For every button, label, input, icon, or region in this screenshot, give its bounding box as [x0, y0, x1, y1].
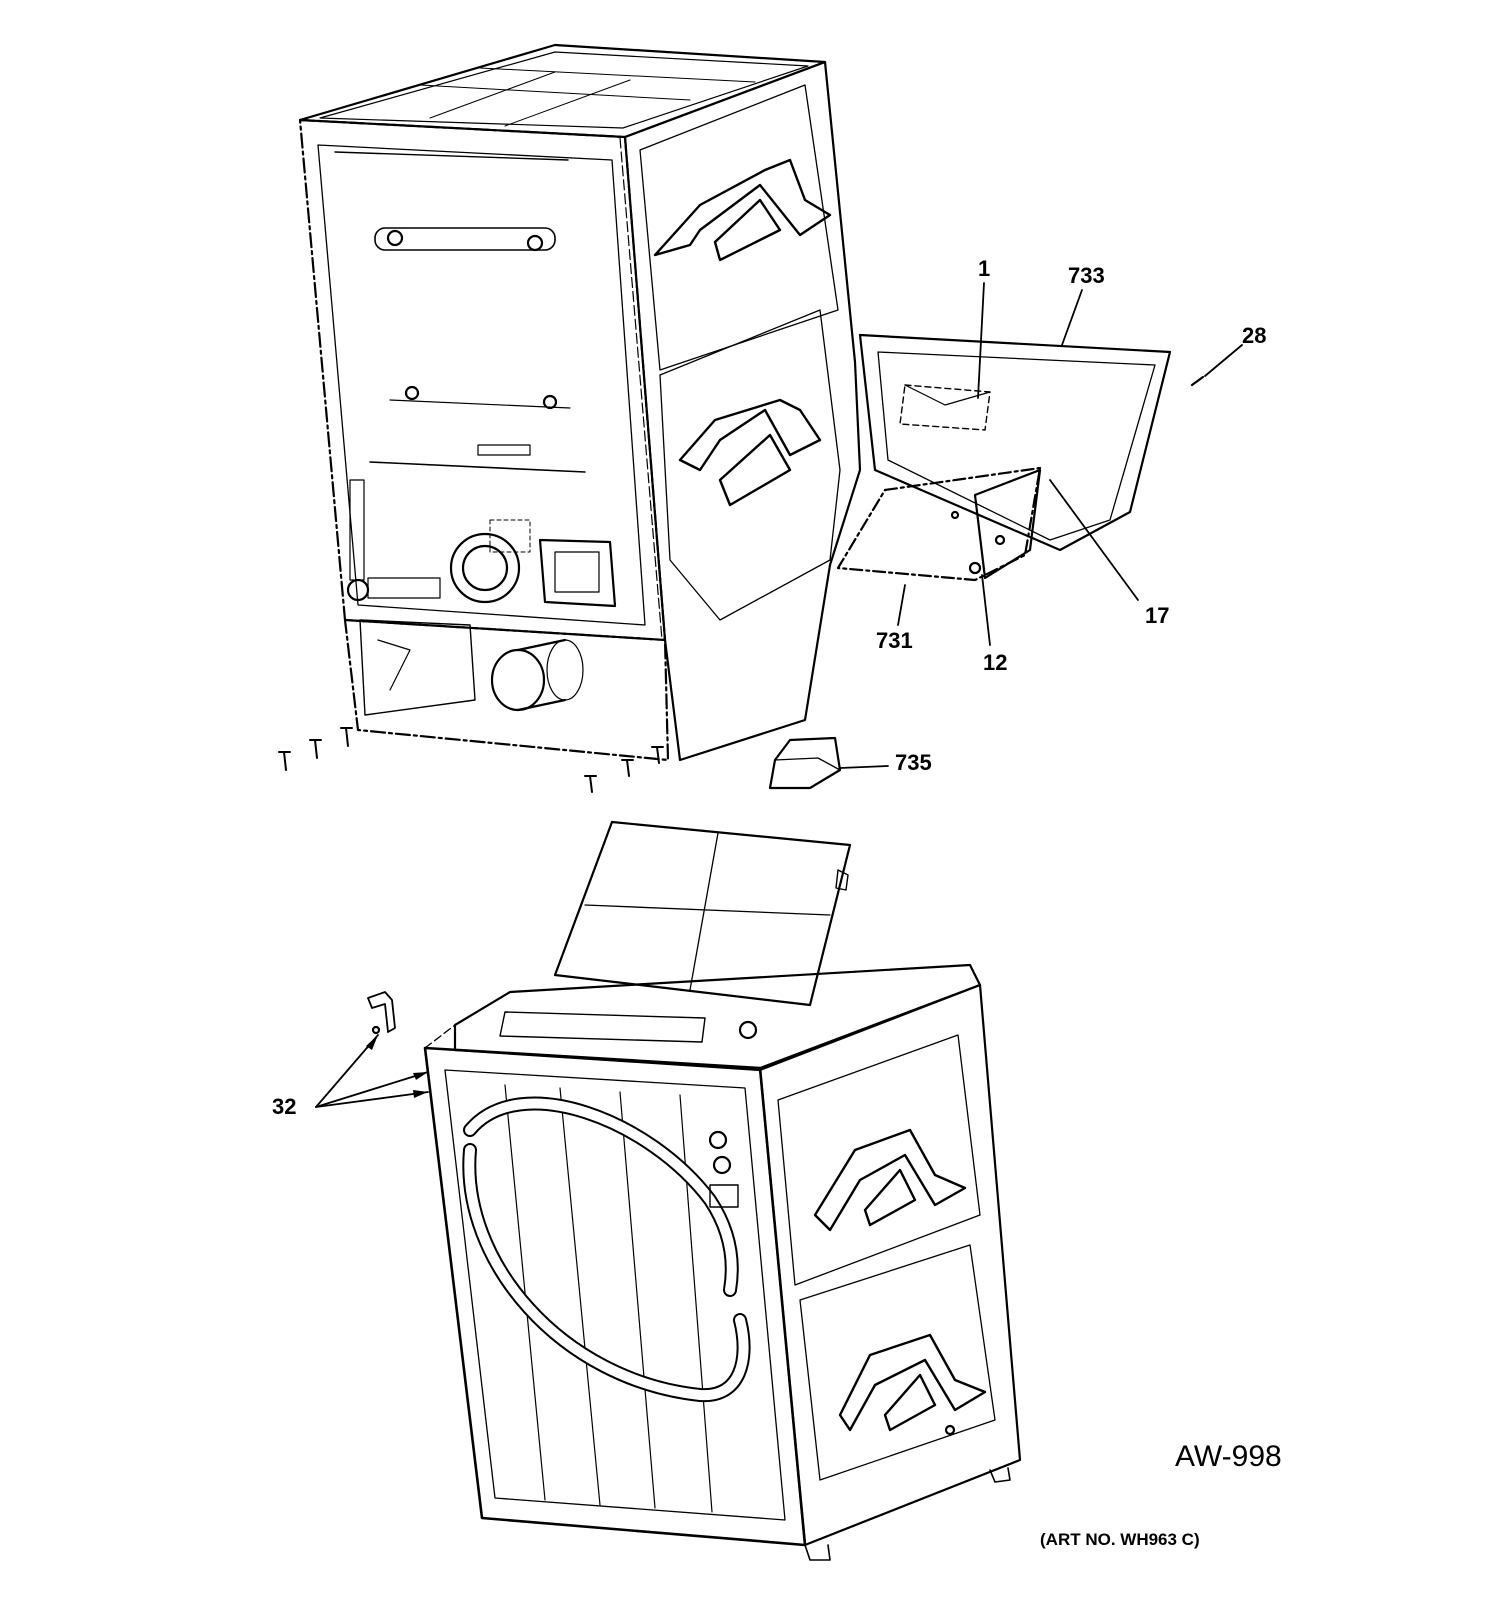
leader-arrowheads [366, 1035, 428, 1098]
leader-lines [315, 282, 1243, 1108]
callout-1: 1 [978, 256, 991, 281]
drawing-code: AW-998 [1175, 1440, 1282, 1473]
bracket-731 [836, 466, 1042, 582]
washer-cabinet [423, 820, 1022, 1561]
callout-735: 735 [895, 750, 932, 775]
art-number: (ART NO. WH963 C) [1040, 1530, 1200, 1549]
callout-733: 733 [1068, 263, 1105, 288]
mounting-screws-upper [278, 727, 664, 793]
callout-12: 12 [983, 650, 1008, 675]
access-panel-733 [858, 333, 1172, 552]
callout-32: 32 [272, 1094, 297, 1119]
foot-735 [768, 736, 842, 790]
callout-28: 28 [1242, 323, 1267, 348]
callout-17: 17 [1145, 603, 1170, 628]
dryer-cabinet [298, 43, 862, 762]
callout-731: 731 [876, 628, 913, 653]
clip-32 [367, 991, 396, 1035]
